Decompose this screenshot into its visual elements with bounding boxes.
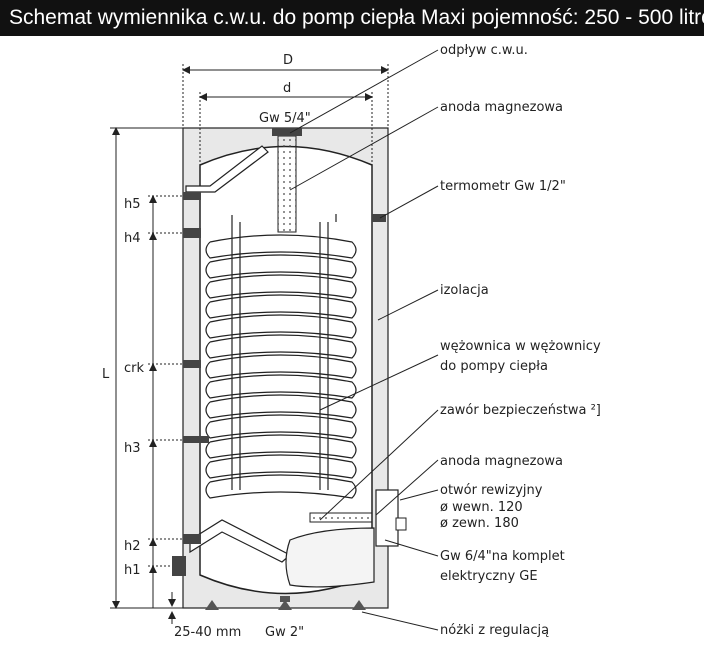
label-feet: nóżki z regulacją <box>440 623 549 638</box>
dim-d: d <box>283 81 291 96</box>
dim-L: L <box>102 367 110 382</box>
label-insulation: izolacja <box>440 283 489 298</box>
feet-range-label: 25-40 mm <box>174 625 241 640</box>
top-outlet-cap <box>272 128 302 136</box>
dim-h5: h5 <box>124 197 141 212</box>
feet <box>205 596 366 610</box>
label-safety-valve: zawór bezpieczeństwa ²] <box>440 403 601 418</box>
label-thermometer: termometr Gw 1/2" <box>440 179 566 194</box>
label-outlet: odpływ c.w.u. <box>440 43 528 58</box>
top-thread-label: Gw 5/4" <box>259 111 311 126</box>
label-revision-2: ø wewn. 120 <box>440 500 523 515</box>
dim-h4: h4 <box>124 231 141 246</box>
dim-h2: h2 <box>124 539 141 554</box>
heating-element <box>285 527 375 588</box>
dimension-lines <box>110 64 389 624</box>
label-anode-top: anoda magnezowa <box>440 100 563 115</box>
bottom-inlet-pipe <box>189 519 292 563</box>
coil <box>205 214 357 499</box>
bottom-thread-label: Gw 2" <box>265 625 304 640</box>
label-revision-3: ø zewn. 180 <box>440 516 519 531</box>
diagram-title: Schemat wymiennika c.w.u. do pomp ciepła… <box>0 0 704 36</box>
dim-crk: crk <box>124 361 144 376</box>
anode-bottom <box>309 512 373 523</box>
anode-top <box>277 135 297 233</box>
label-revision-1: otwór rewizyjny <box>440 483 543 498</box>
label-gw64-2: elektryczny GE <box>440 569 538 584</box>
label-coil-2: do pompy ciepła <box>440 359 548 374</box>
dim-h3: h3 <box>124 441 141 456</box>
label-anode-bottom: anoda magnezowa <box>440 454 563 469</box>
left-connectors <box>172 192 209 576</box>
label-gw64-1: Gw 6/4"na komplet <box>440 549 565 564</box>
label-coil-1: wężownica w wężownicy <box>440 339 601 354</box>
dim-h1: h1 <box>124 563 141 578</box>
revision-knob <box>395 517 407 531</box>
dim-D: D <box>283 53 293 68</box>
thermometer-port <box>372 214 386 222</box>
leader-lines <box>289 49 439 631</box>
outlet-pipe <box>185 145 269 193</box>
